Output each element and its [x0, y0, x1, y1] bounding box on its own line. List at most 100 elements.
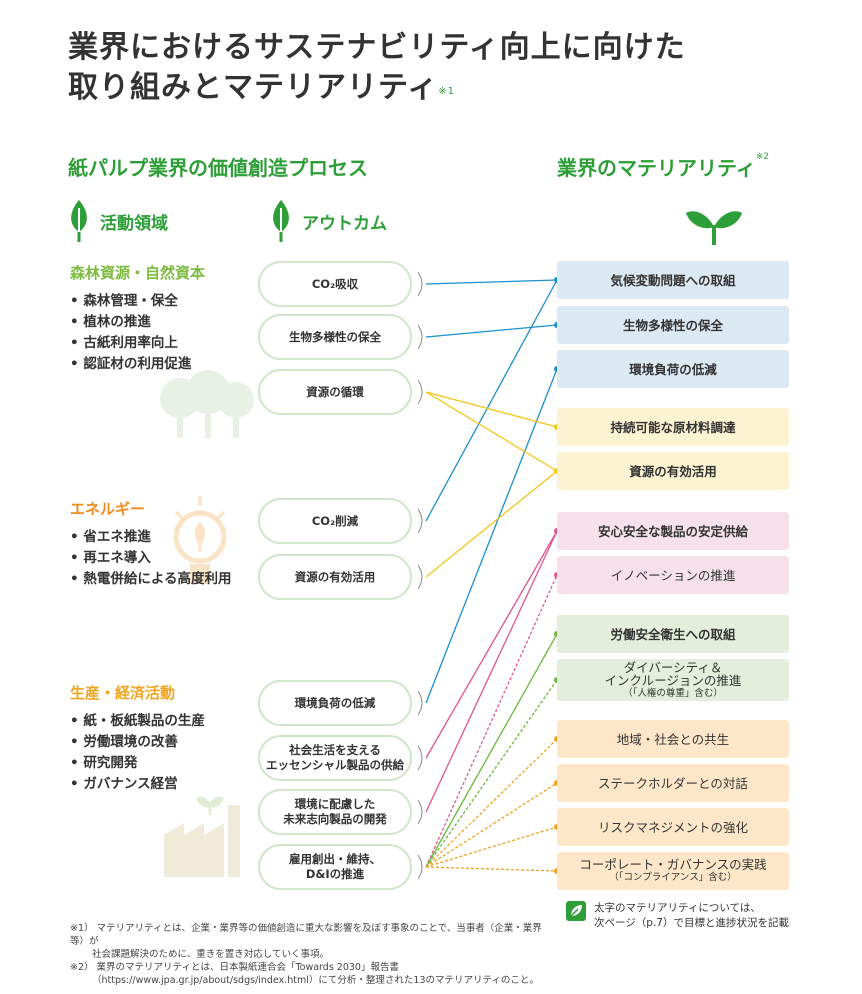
materiality-box: 地域・社会との共生: [557, 720, 789, 758]
materiality-label: コーポレート・ガバナンスの実践: [579, 857, 767, 872]
activity-header-label: 活動領域: [100, 213, 168, 234]
connector-line: [425, 391, 558, 472]
list-item: 熱電併給による高度利用: [70, 569, 231, 590]
right-section-title: 業界のマテリアリティ: [557, 156, 756, 180]
materiality-box: ダイバーシティ＆ インクルージョンの推進 （「人権の尊重」含む）: [557, 659, 789, 701]
connector-line: [425, 679, 558, 868]
factory-icon: [164, 796, 240, 877]
leaf-icon: [273, 200, 289, 242]
pill-bracket: [417, 854, 423, 880]
title-mark: ※1: [438, 86, 455, 97]
pill-bracket: [417, 690, 423, 716]
pill-bracket: [417, 508, 423, 534]
outcome-header: アウトカム: [268, 198, 387, 244]
legend-note: 太字のマテリアリティについては、 次ページ（p.7）で目標と進捗状況を記載: [566, 901, 789, 931]
connector-line: [425, 633, 558, 868]
list-item: ガバナンス経営: [70, 774, 205, 795]
connector-line: [425, 279, 558, 522]
pill-bracket: [417, 745, 423, 771]
materiality-sub: （「人権の尊重」含む）: [623, 687, 723, 699]
category-items: 省エネ推進 再エネ導入 熱電併給による高度利用: [70, 527, 231, 590]
materiality-label: ダイバーシティ＆ インクルージョンの推進: [604, 659, 742, 688]
leaf-badge-icon: [566, 901, 586, 921]
outcome-pill: 生物多様性の保全: [258, 314, 412, 360]
sprout-icon: [686, 211, 742, 245]
outcome-pill: 環境負荷の低減: [258, 680, 412, 726]
connector-line: [425, 530, 558, 759]
materiality-box: 資源の有効活用: [557, 452, 789, 490]
category-forest: 森林資源・自然資本 森林管理・保全 植林の推進 古紙利用率向上 認証材の利用促進: [70, 262, 205, 375]
pill-bracket: [417, 324, 423, 350]
materiality-sub: （「コンプライアンス」含む）: [609, 872, 737, 883]
category-production: 生産・経済活動 紙・板紙製品の生産 労働環境の改善 研究開発 ガバナンス経営: [70, 682, 205, 795]
outcome-pill: CO₂吸収: [258, 261, 412, 307]
legend-line2: 次ページ（p.7）で目標と進捗状況を記載: [594, 917, 789, 929]
list-item: 省エネ推進: [70, 527, 231, 548]
list-item: 再エネ導入: [70, 548, 231, 569]
connector-line: [425, 279, 558, 285]
materiality-box: 気候変動問題への取組: [557, 261, 789, 299]
materiality-box: イノベーションの推進: [557, 556, 789, 594]
list-item: 植林の推進: [70, 312, 205, 333]
list-item: 認証材の利用促進: [70, 354, 205, 375]
footnote-line: （https://www.jpa.gr.jp/about/sdgs/index.…: [70, 975, 539, 986]
category-title: 生産・経済活動: [70, 684, 176, 702]
category-items: 森林管理・保全 植林の推進 古紙利用率向上 認証材の利用促進: [70, 291, 205, 375]
category-title: 森林資源・自然資本: [70, 264, 206, 282]
outcome-pill: 資源の循環: [258, 369, 412, 415]
category-title: エネルギー: [70, 500, 146, 518]
connector-line: [425, 324, 558, 338]
title-line2: 取り組みとマテリアリティ: [68, 70, 439, 105]
pill-bracket: [417, 271, 423, 297]
category-energy: エネルギー 省エネ推進 再エネ導入 熱電併給による高度利用: [70, 498, 231, 590]
leaf-icon: [71, 200, 87, 242]
connector-line: [425, 574, 558, 868]
materiality-box: 生物多様性の保全: [557, 306, 789, 344]
right-section-mark: ※2: [755, 152, 770, 162]
outcome-pill: 環境に配慮した 未来志向製品の開発: [258, 789, 412, 835]
materiality-box: ステークホルダーとの対話: [557, 764, 789, 802]
list-item: 森林管理・保全: [70, 291, 205, 312]
title-line2-wrap: 取り組みとマテリアリティ※1: [68, 68, 686, 108]
pill-bracket: [417, 799, 423, 825]
list-item: 研究開発: [70, 753, 205, 774]
outcome-pill: 資源の有効活用: [258, 554, 412, 600]
page-title: 業界におけるサステナビリティ向上に向けた 取り組みとマテリアリティ※1: [68, 28, 686, 108]
activity-header: 活動領域: [66, 198, 168, 244]
outcome-header-label: アウトカム: [302, 213, 387, 234]
footnotes: ※1） マテリアリティとは、企業・業界等の価値創造に重大な影響を及ぼす事象のこと…: [70, 922, 550, 987]
materiality-box: 持続可能な原材料調達: [557, 408, 789, 446]
left-section-title: 紙パルプ業界の価値創造プロセス: [68, 156, 368, 180]
connector-line: [425, 391, 558, 428]
outcome-pill: 雇用創出・維持、 D&Iの推進: [258, 844, 412, 890]
connector-line: [425, 826, 558, 868]
connector-line: [425, 782, 558, 868]
materiality-box: コーポレート・ガバナンスの実践 （「コンプライアンス」含む）: [557, 852, 789, 890]
list-item: 古紙利用率向上: [70, 333, 205, 354]
connector-line: [425, 368, 558, 704]
list-item: 労働環境の改善: [70, 732, 205, 753]
outcome-pill: CO₂削減: [258, 498, 412, 544]
legend-line1: 太字のマテリアリティについては、: [594, 902, 761, 914]
connector-line: [425, 470, 558, 578]
materiality-box: リスクマネジメントの強化: [557, 808, 789, 846]
pill-bracket: [417, 379, 423, 405]
pill-bracket: [417, 564, 423, 590]
list-item: 紙・板紙製品の生産: [70, 711, 205, 732]
materiality-box: 環境負荷の低減: [557, 350, 789, 388]
title-line1: 業界におけるサステナビリティ向上に向けた: [68, 30, 686, 65]
footnote-line: ※2） 業界のマテリアリティとは、日本製紙連合会「Towards 2030」報告…: [70, 962, 399, 973]
footnote-line: ※1） マテリアリティとは、企業・業界等の価値創造に重大な影響を及ぼす事象のこと…: [70, 923, 542, 947]
right-section-title-wrap: 業界のマテリアリティ※2: [557, 152, 769, 181]
trees-icon: [160, 370, 254, 438]
connector-line: [425, 530, 558, 813]
connector-line: [425, 866, 558, 872]
materiality-box: 労働安全衛生への取組: [557, 615, 789, 653]
connector-line: [425, 738, 558, 868]
category-items: 紙・板紙製品の生産 労働環境の改善 研究開発 ガバナンス経営: [70, 711, 205, 795]
materiality-box: 安心安全な製品の安定供給: [557, 512, 789, 550]
footnote-line: 社会課題解決のために、重きを置き対応していく事項。: [70, 949, 329, 960]
outcome-pill: 社会生活を支える エッセンシャル製品の供給: [258, 735, 412, 781]
legend-text: 太字のマテリアリティについては、 次ページ（p.7）で目標と進捗状況を記載: [594, 901, 789, 931]
